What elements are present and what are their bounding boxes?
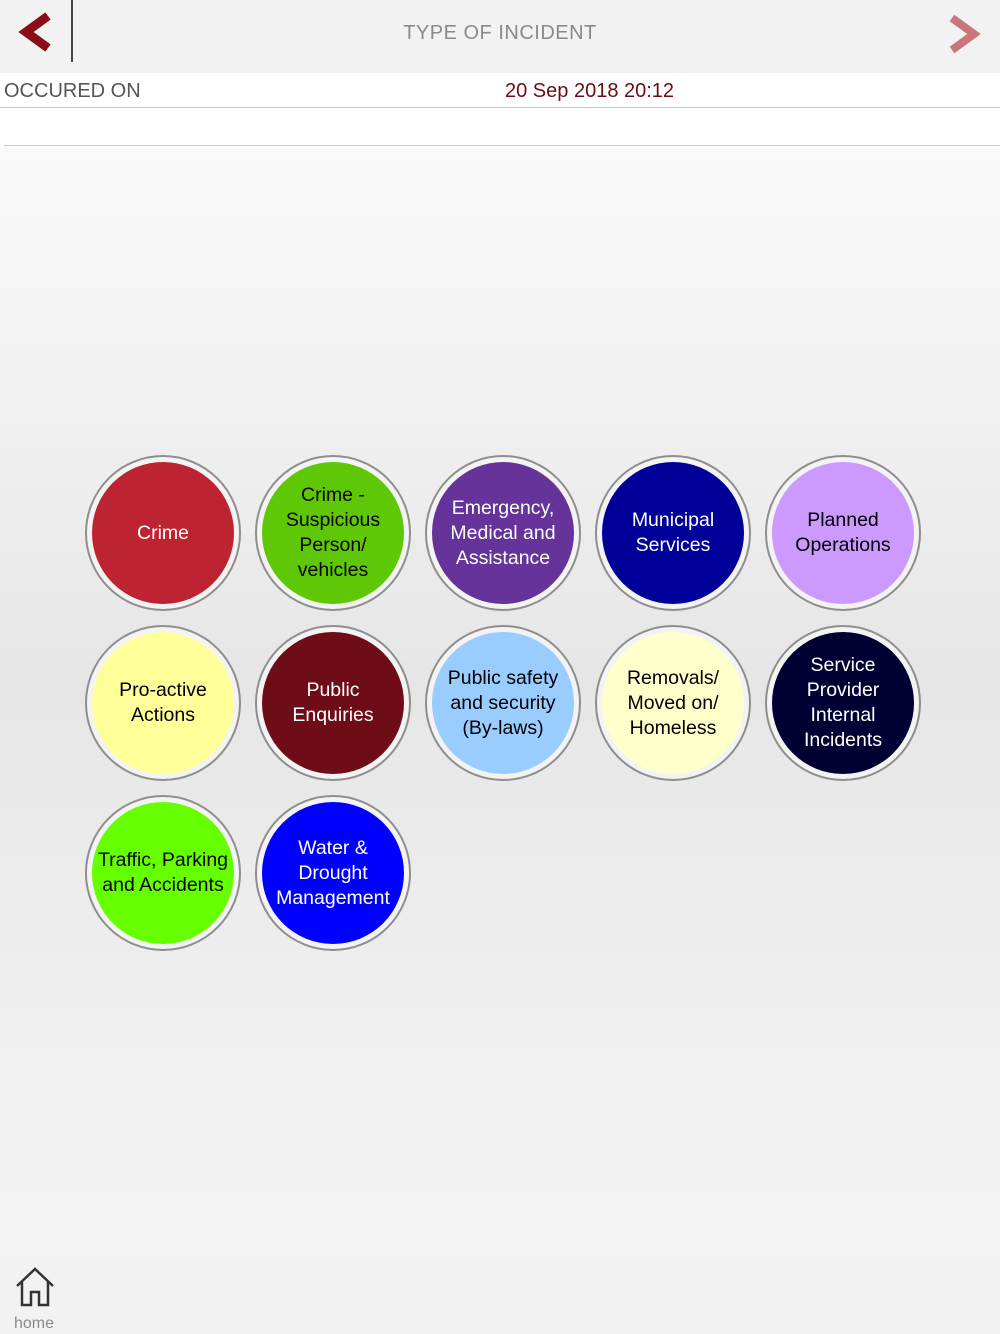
incident-type-circle: Municipal Services xyxy=(602,462,744,604)
incident-type-button[interactable]: Crime - Suspicious Person/ vehicles xyxy=(255,455,411,611)
incident-type-circle: Crime - Suspicious Person/ vehicles xyxy=(262,462,404,604)
incident-type-circle: Pro-active Actions xyxy=(92,632,234,774)
incident-type-label: Removals/ Moved on/ Homeless xyxy=(626,666,720,739)
incident-type-label: Pro-active Actions xyxy=(119,679,207,726)
chevron-left-icon xyxy=(18,12,51,52)
incident-type-button[interactable]: Service Provider Internal Incidents xyxy=(765,625,921,781)
incident-type-circle: Planned Operations xyxy=(772,462,914,604)
incident-type-grid: Crime Crime - Suspicious Person/ vehicles… xyxy=(0,146,1000,1257)
occurred-on-row[interactable]: OCCURED ON 20 Sep 2018 20:12 xyxy=(0,73,1000,108)
incident-type-label: Crime - Suspicious Person/ vehicles xyxy=(285,484,381,581)
incident-type-circle: Crime xyxy=(92,462,234,604)
home-icon xyxy=(16,1267,54,1307)
incident-type-button[interactable]: Crime xyxy=(85,455,241,611)
chevron-right-icon xyxy=(949,14,981,54)
incident-type-label: Planned Operations xyxy=(795,509,891,556)
incident-type-button[interactable]: Water & Drought Management xyxy=(255,795,411,951)
incident-type-button[interactable]: Emergency, Medical and Assistance xyxy=(425,455,581,611)
incident-type-label: Municipal Services xyxy=(631,509,715,556)
incident-type-circle: Public safety and security (By-laws) xyxy=(432,632,574,774)
incident-type-label: Emergency, Medical and Assistance xyxy=(450,496,556,569)
incident-type-circle: Traffic, Parking and Accidents xyxy=(92,802,234,944)
incident-type-button[interactable]: Pro-active Actions xyxy=(85,625,241,781)
top-navigation-bar: TYPE OF INCIDENT xyxy=(0,0,1000,73)
incident-type-button[interactable]: Removals/ Moved on/ Homeless xyxy=(595,625,751,781)
incident-type-label: Public Enquiries xyxy=(292,679,374,726)
divider xyxy=(4,145,1000,146)
incident-type-button[interactable]: Public safety and security (By-laws) xyxy=(425,625,581,781)
incident-type-circle: Water & Drought Management xyxy=(262,802,404,944)
empty-row xyxy=(0,108,1000,145)
incident-type-label: Water & Drought Management xyxy=(276,836,390,909)
incident-type-circle: Removals/ Moved on/ Homeless xyxy=(602,632,744,774)
bottom-tab-bar: home xyxy=(0,1257,1000,1334)
divider xyxy=(71,0,73,62)
incident-type-circle: Service Provider Internal Incidents xyxy=(772,632,914,774)
incident-type-label: Traffic, Parking and Accidents xyxy=(97,849,229,896)
incident-type-label: Service Provider Internal Incidents xyxy=(803,654,883,751)
home-tab-button[interactable]: home xyxy=(6,1261,62,1332)
incident-type-button[interactable]: Traffic, Parking and Accidents xyxy=(85,795,241,951)
page-title: TYPE OF INCIDENT xyxy=(403,22,597,44)
occurred-on-label: OCCURED ON xyxy=(4,80,141,102)
incident-type-button[interactable]: Public Enquiries xyxy=(255,625,411,781)
incident-type-label: Crime xyxy=(137,521,189,544)
incident-type-label: Public safety and security (By-laws) xyxy=(447,666,559,739)
incident-type-button[interactable]: Planned Operations xyxy=(765,455,921,611)
incident-type-circle: Emergency, Medical and Assistance xyxy=(432,462,574,604)
forward-button[interactable] xyxy=(928,0,1000,73)
incident-type-button[interactable]: Municipal Services xyxy=(595,455,751,611)
home-tab-label: home xyxy=(13,1315,55,1332)
occurred-on-value[interactable]: 20 Sep 2018 20:12 xyxy=(505,80,675,102)
incident-type-circle: Public Enquiries xyxy=(262,632,404,774)
back-button[interactable] xyxy=(0,0,72,73)
